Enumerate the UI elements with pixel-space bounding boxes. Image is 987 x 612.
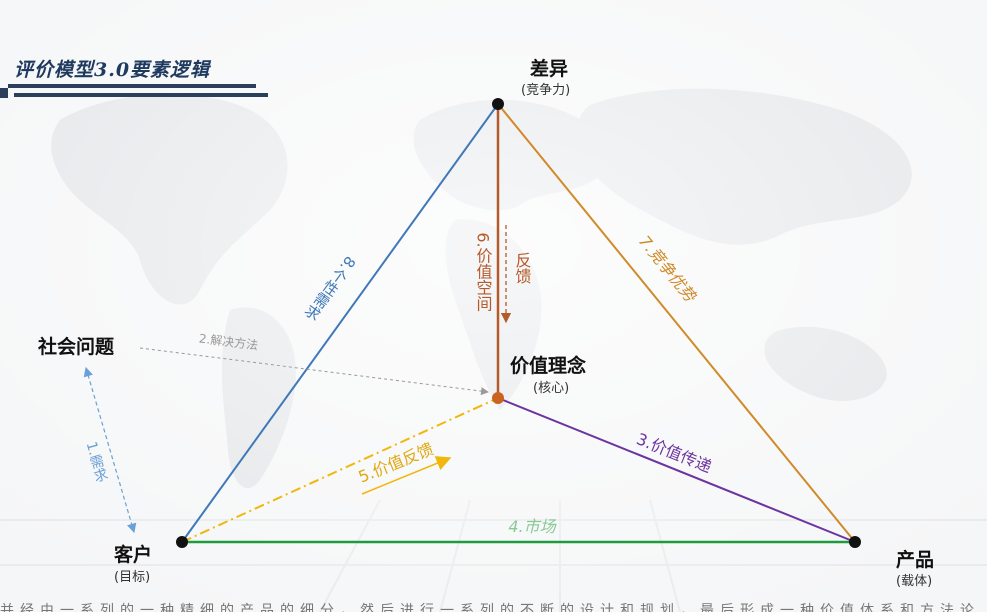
node-label-social: 社会问题 bbox=[38, 336, 115, 358]
node-dot-center bbox=[492, 392, 504, 404]
label-market: 4.市场 bbox=[508, 517, 557, 536]
node-sub-center: (核心) bbox=[533, 381, 570, 396]
node-label-left: 客户 bbox=[114, 544, 153, 566]
node-dot-left bbox=[176, 536, 188, 548]
edge-personal-need bbox=[181, 103, 499, 543]
label-value-space: 6.价值空间 bbox=[474, 232, 493, 312]
label-competitive: 7.竞争优势 bbox=[635, 232, 701, 307]
label-personal-need: 8.个性需求 bbox=[301, 253, 359, 324]
node-sub-right: (载体) bbox=[896, 574, 933, 589]
bottom-caption: 并经由一系列的一种精细的产品的细分，然后进行一系列的不断的设计和规划，最后形成一… bbox=[0, 603, 980, 612]
value-feedback-arrow bbox=[361, 456, 452, 495]
title-underline bbox=[0, 84, 270, 100]
node-label-center: 价值理念 bbox=[510, 355, 587, 377]
node-sub-top: (竞争力) bbox=[521, 83, 571, 98]
edge-value-feedback bbox=[181, 397, 499, 543]
edge-need bbox=[83, 366, 137, 534]
node-dot-right bbox=[849, 536, 861, 548]
node-label-top: 差异 bbox=[530, 58, 569, 80]
label-feedback: 反馈 bbox=[513, 252, 532, 284]
label-need: 1.需求 bbox=[83, 440, 110, 484]
node-label-right: 产品 bbox=[896, 549, 935, 571]
label-solve: 2.解决方法 bbox=[198, 330, 259, 352]
node-sub-left: (目标) bbox=[114, 570, 151, 585]
edge-value-delivery bbox=[497, 397, 856, 543]
node-dot-top bbox=[492, 98, 504, 110]
page-title: 评价模型3.0要素逻辑 bbox=[14, 59, 211, 81]
edge-competitive bbox=[497, 103, 856, 543]
edge-solve bbox=[139, 347, 489, 396]
